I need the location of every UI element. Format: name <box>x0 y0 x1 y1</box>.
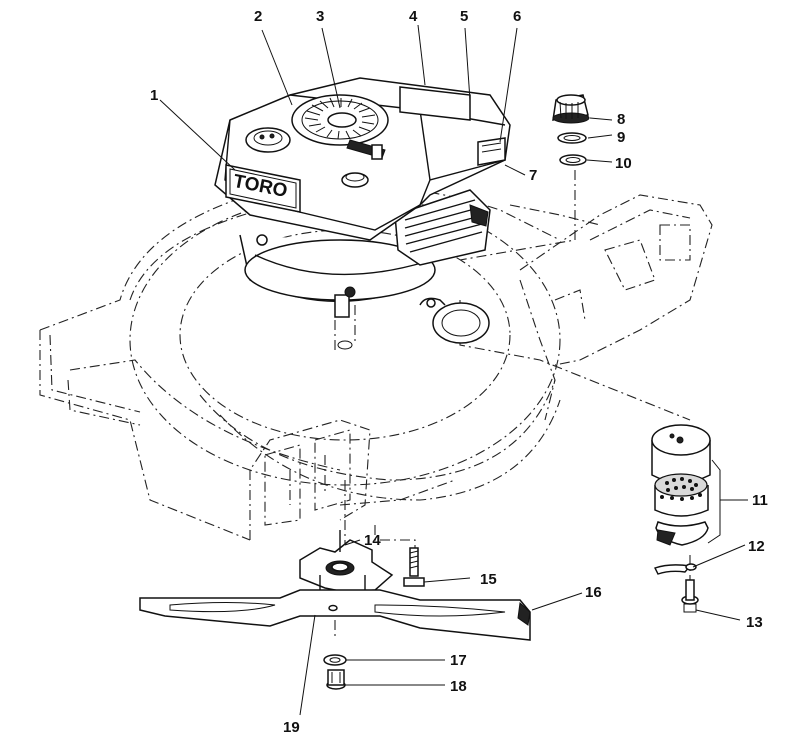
callout-8: 8 <box>617 111 625 128</box>
blade-bolt-15 <box>403 547 425 587</box>
callout-19: 19 <box>283 719 300 736</box>
mower-blade <box>139 589 531 641</box>
callout-10: 10 <box>615 155 632 172</box>
callout-12: 12 <box>748 538 765 555</box>
callout-15: 15 <box>480 571 497 588</box>
callout-3: 3 <box>316 8 324 25</box>
assembly-center-lines <box>334 170 691 640</box>
toro-logo-plate: TORO <box>225 164 301 213</box>
callout-1: 1 <box>150 87 158 104</box>
callout-16: 16 <box>585 584 602 601</box>
callout-17: 17 <box>450 652 467 669</box>
callout-5: 5 <box>460 8 468 25</box>
callout-4: 4 <box>409 8 418 25</box>
callout-9: 9 <box>617 129 625 146</box>
cap-parts <box>552 94 590 166</box>
callout-13: 13 <box>746 614 763 631</box>
callout-7: 7 <box>529 167 537 184</box>
callout-6: 6 <box>513 8 521 25</box>
mower-deck <box>39 184 713 541</box>
callout-11: 11 <box>752 492 768 509</box>
callout-2: 2 <box>254 8 262 25</box>
engine-assembly: TORO <box>214 77 511 318</box>
starter-grille <box>291 94 389 146</box>
cylinder-fins <box>394 189 491 266</box>
muffler-bolt <box>654 563 699 613</box>
muffler-assembly <box>651 424 711 546</box>
blade-adapter <box>299 530 394 595</box>
callout-14: 14 <box>364 532 381 549</box>
callout-18: 18 <box>450 678 467 695</box>
callout-labels: 1 2 3 4 5 6 7 8 9 10 11 12 13 14 15 16 1… <box>150 8 768 736</box>
callout-leaders <box>159 24 748 716</box>
blade-washer-and-bolt <box>323 654 347 690</box>
gasket-ring <box>419 297 490 344</box>
